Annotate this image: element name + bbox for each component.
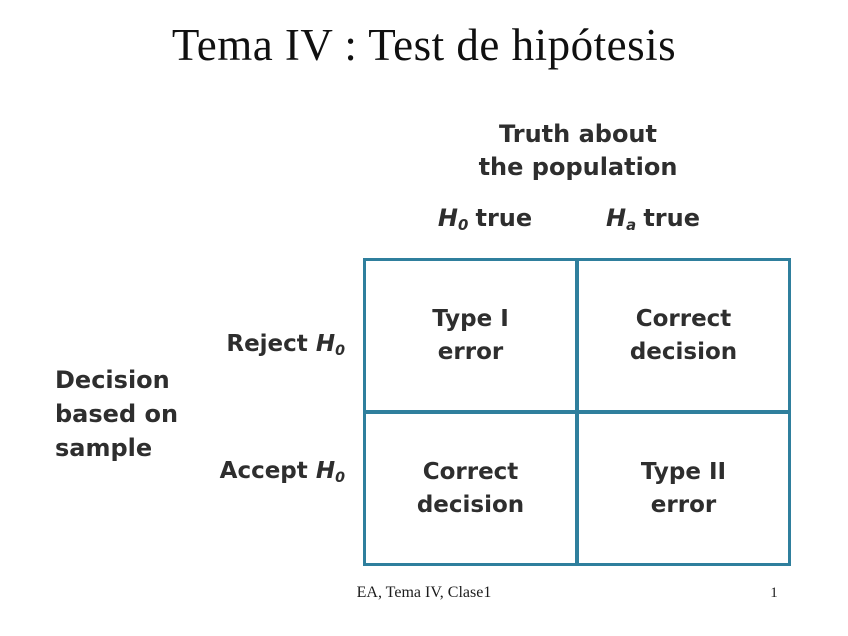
side-label-line1: Decision <box>55 366 170 394</box>
cell-type1-error-line2: error <box>437 338 504 365</box>
ha-subscript: a <box>626 216 637 235</box>
row-label-accept-h0: Accept H0 <box>185 458 345 486</box>
footer-text: EA, Tema IV, Clase1 <box>356 584 492 601</box>
cell-correct-decision-top-line1: Correct <box>635 305 732 332</box>
slide-title: Tema IV : Test de hipótesis <box>171 20 677 70</box>
truth-label-line1: Truth about <box>499 120 657 148</box>
cell-correct-decision-bottom: Correct decision <box>366 414 575 563</box>
cell-type2-error-line2: error <box>650 491 717 518</box>
accept-text: Accept <box>219 458 308 484</box>
cell-correct-decision-top-line2: decision <box>629 338 738 365</box>
h0-true-text: true <box>475 204 533 232</box>
cell-type2-error: Type II error <box>579 414 788 563</box>
reject-h-subscript: 0 <box>335 342 345 359</box>
h0-subscript: 0 <box>457 216 469 235</box>
cell-type1-error: Type I error <box>366 261 575 410</box>
truth-label-line2: the population <box>478 153 678 181</box>
column-header-h0-true: H0 true <box>405 204 565 234</box>
reject-h-symbol: H <box>315 331 336 357</box>
accept-h-subscript: 0 <box>335 469 345 486</box>
page-number: 1 <box>770 585 778 601</box>
ha-symbol: H <box>606 204 627 232</box>
cell-type2-error-line1: Type II <box>640 458 727 485</box>
h0-symbol: H <box>437 204 458 232</box>
decision-based-on-sample-label: Decision based on sample <box>55 363 178 465</box>
error-matrix-table: Type I error Correct decision Correct de… <box>363 258 791 566</box>
cell-correct-decision-bottom-line2: decision <box>416 491 525 518</box>
side-label-line2: based on <box>55 400 179 428</box>
ha-true-text: true <box>643 204 700 232</box>
accept-h-symbol: H <box>315 458 336 484</box>
cell-correct-decision-bottom-line1: Correct <box>422 458 519 485</box>
reject-text: Reject <box>226 331 308 357</box>
truth-about-population-label: Truth about the population <box>430 118 726 184</box>
row-label-reject-h0: Reject H0 <box>185 331 345 359</box>
cell-type1-error-line1: Type I <box>432 305 509 332</box>
side-label-line3: sample <box>55 434 153 462</box>
cell-correct-decision-top: Correct decision <box>579 261 788 410</box>
